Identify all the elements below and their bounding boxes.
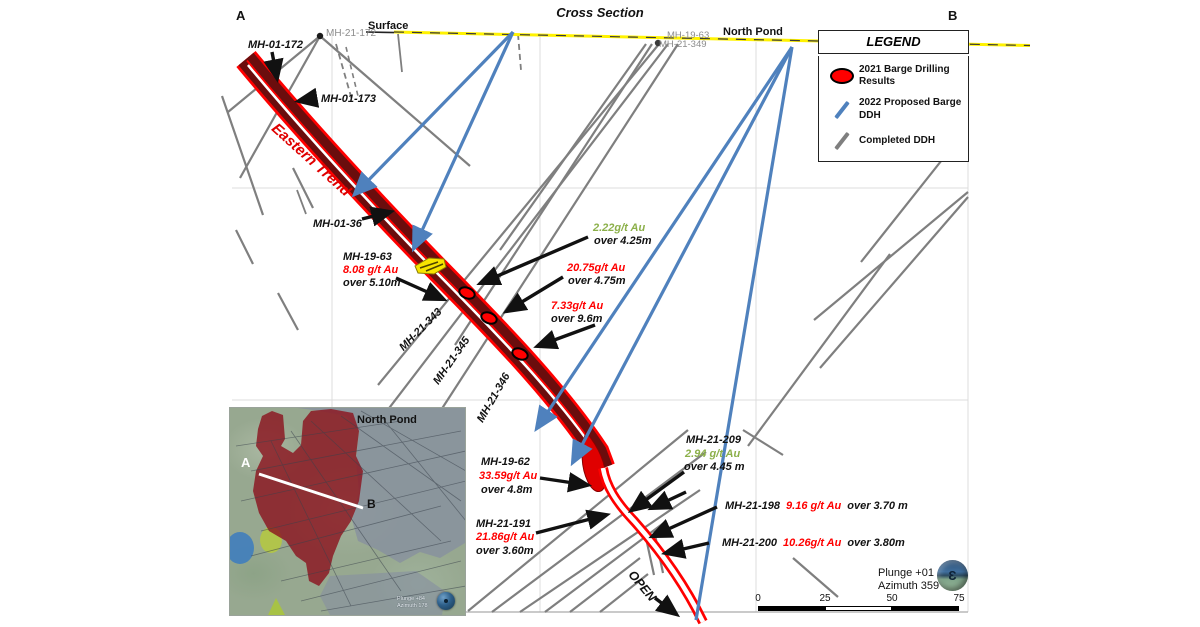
result-20-75-interval: over 4.75m [568, 275, 626, 287]
hole-label-mh01-173: MH-01-173 [321, 93, 377, 105]
result-mh21-198-line: MH-21-198 9.16 g/t Au over 3.70 m [725, 500, 908, 513]
open-label: OPEN [625, 567, 659, 604]
plunge-label: Plunge +01 [878, 567, 934, 579]
scale-bar-segment-2 [825, 606, 892, 611]
legend-item-2022-proposed: 2022 Proposed Barge DDH [825, 97, 962, 121]
result-mh19-63-interval: over 5.10m [343, 277, 401, 289]
azimuth-label: Azimuth 359 [878, 580, 940, 592]
legend-body: 2021 Barge Drilling Results 2022 Propose… [818, 56, 969, 162]
result-mh21-209-grade: 2.94 g/t Au [685, 448, 741, 460]
orientation-ball-icon: Ɛ [937, 560, 968, 591]
result-2-22-grade: 2.22g/t Au [593, 222, 646, 234]
result-mh21-200-interval: over 3.80m [847, 537, 905, 549]
inset-point-b: B [367, 497, 376, 511]
collar-label-right-bottom: MH-21-349 [659, 39, 707, 50]
proposed-ddh-lines [351, 30, 794, 621]
blue-line-icon [825, 100, 859, 120]
result-mh21-191-grade: 21.86g/t Au [476, 531, 535, 543]
inset-azimuth-label: Azimuth 178 [397, 603, 428, 609]
endpoint-b-label: B [948, 8, 958, 23]
orientation-glyph: Ɛ [948, 568, 957, 583]
result-mh21-198-grade: 9.16 g/t Au [786, 500, 842, 512]
pond-lower-shape [320, 571, 446, 615]
result-mh21-200-grade: 10.26g/t Au [783, 537, 842, 549]
scale-tick-25: 25 [819, 593, 831, 604]
gray-line-icon [825, 131, 859, 151]
scale-tick-0: 0 [755, 593, 761, 604]
result-7-33-grade: 7.33g/t Au [551, 300, 604, 312]
result-mh19-62-interval: over 4.8m [481, 484, 533, 496]
hole-label-mh21-345: MH-21-345 [431, 334, 473, 387]
result-mh21-191-hole: MH-21-191 [476, 518, 532, 530]
inset-title: North Pond [357, 414, 417, 426]
result-7-33-interval: over 9.6m [551, 313, 603, 325]
section-line-ab [258, 472, 364, 510]
endpoint-a-label: A [236, 8, 246, 23]
scale-tick-50: 50 [886, 593, 898, 604]
collar-label-right-top: MH-19-63 [667, 30, 710, 41]
hole-label-mh21-346: MH-21-346 [474, 371, 513, 425]
inset-plan-map: North Pond A B Plunge +84 Azimuth 178 [229, 407, 466, 616]
hole-label-mh01-172: MH-01-172 [248, 39, 304, 51]
scale-bar-segment-3 [892, 606, 959, 611]
north-pond-label: North Pond [723, 26, 783, 38]
inset-drill-traces [235, 410, 465, 612]
inset-point-a: A [241, 455, 251, 470]
result-20-75-grade: 20.75g/t Au [567, 262, 626, 274]
legend-item-label: 2021 Barge Drilling Results [859, 64, 950, 88]
eastern-trend-label: Eastern Trend [268, 119, 355, 200]
result-mh21-198-interval: over 3.70 m [847, 500, 908, 512]
legend-title: LEGEND [818, 30, 969, 54]
inset-plunge-label: Plunge +84 [397, 596, 425, 602]
result-mh21-200-line: MH-21-200 10.26g/t Au over 3.80m [722, 537, 905, 550]
collar-dot-left [316, 32, 324, 40]
red-zone-footprint [253, 409, 363, 586]
legend-item-2021-results: 2021 Barge Drilling Results [825, 64, 962, 88]
drill-result-ellipses [458, 286, 529, 361]
legend-item-label: Completed DDH [859, 134, 936, 146]
result-mh21-209-interval: over 4.45 m [684, 461, 745, 473]
collar-dot-right [654, 39, 662, 47]
surface-label: Surface [368, 20, 409, 32]
result-mh19-63-hole: MH-19-63 [343, 251, 392, 263]
result-mh19-63-grade: 8.08 g/t Au [343, 264, 399, 276]
result-mh21-191-interval: over 3.60m [476, 545, 534, 557]
legend-item-completed-ddh: Completed DDH [825, 131, 962, 151]
legend: LEGEND 2021 Barge Drilling Results 2022 … [818, 30, 969, 162]
inset-orientation-ball-icon [437, 592, 455, 610]
legend-item-label: 2022 Proposed Barge DDH [859, 97, 962, 121]
result-mh21-209-hole: MH-21-209 [686, 434, 742, 446]
figure-title: Cross Section [556, 5, 644, 20]
result-mh19-62-hole: MH-19-62 [481, 456, 530, 468]
annotation-arrows [263, 51, 718, 618]
result-mh21-198-hole: MH-21-198 [725, 500, 781, 512]
scale-bar-segment-1 [758, 606, 825, 611]
result-2-22-interval: over 4.25m [594, 235, 652, 247]
red-ellipse-icon [825, 68, 859, 85]
result-mh21-200-hole: MH-21-200 [722, 537, 778, 549]
inset-artwork [230, 408, 465, 615]
scale-tick-75: 75 [953, 593, 965, 604]
result-mh19-62-grade: 33.59g/t Au [479, 470, 538, 482]
green-triangle [268, 598, 285, 615]
hole-label-mh21-343: MH-21-343 [397, 306, 445, 354]
hole-label-mh01-36: MH-01-36 [313, 218, 362, 230]
collar-label-left: MH-21-172 [326, 28, 377, 39]
small-lake-blob [230, 532, 254, 564]
yellow-intercept-blob [414, 257, 447, 275]
